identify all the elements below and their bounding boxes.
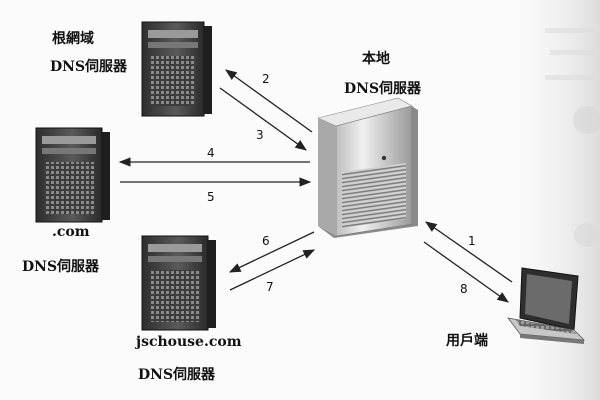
step-label-1: 1 — [468, 234, 476, 248]
step-label-7: 7 — [266, 280, 274, 294]
arrow-6 — [228, 231, 315, 273]
arrow-3 — [219, 87, 307, 151]
step-label-5: 5 — [207, 190, 215, 204]
client-laptop-icon — [507, 267, 586, 344]
flow-arrows — [118, 69, 513, 303]
jschouse-dns-server-icon — [141, 235, 216, 331]
step-label-3: 3 — [256, 128, 264, 142]
local-server-label-line2: DNS伺服器 — [344, 81, 422, 97]
com-server-label-line2: DNS伺服器 — [22, 259, 100, 275]
client-label: 用戶端 — [446, 333, 488, 349]
local-dns-server-icon — [317, 97, 418, 238]
arrow-8 — [423, 241, 509, 303]
arrow-1 — [425, 221, 513, 283]
step-label-4: 4 — [207, 146, 215, 160]
com-server-label-line1: .com — [52, 224, 90, 240]
step-label-8: 8 — [460, 282, 468, 296]
step-label-2: 2 — [262, 72, 270, 86]
step-label-6: 6 — [262, 234, 270, 248]
root-server-label-line2: DNS伺服器 — [50, 59, 128, 75]
root-server-label-line1: 根網域 — [52, 31, 94, 47]
root-dns-server-icon — [141, 21, 212, 117]
arrow-7 — [229, 249, 316, 291]
arrow-2 — [225, 69, 313, 133]
jschouse-server-label-line1: jschouse.com — [136, 334, 242, 350]
local-server-label-line1: 本地 — [362, 51, 390, 67]
com-dns-server-icon — [35, 127, 110, 223]
jschouse-server-label-line2: DNS伺服器 — [138, 367, 216, 383]
